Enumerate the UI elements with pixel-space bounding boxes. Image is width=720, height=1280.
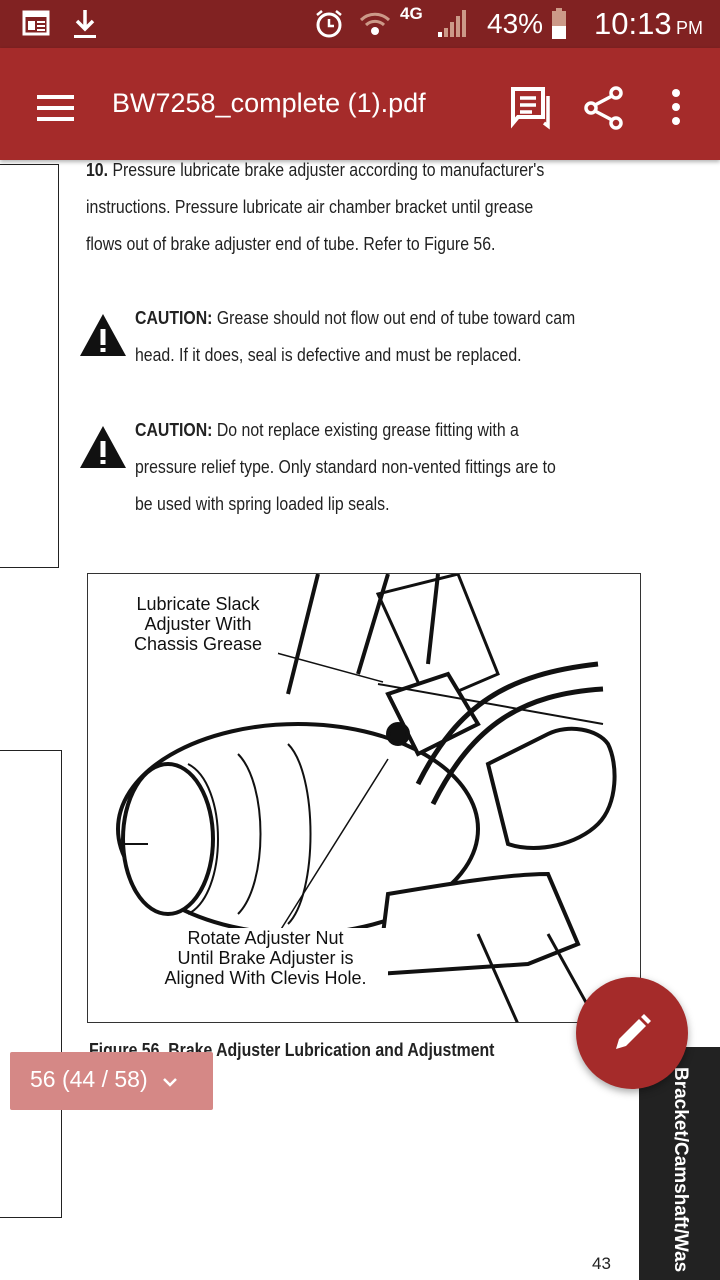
- page-border-left-lower: [0, 750, 62, 1218]
- text-line: Until Brake Adjuster is: [177, 948, 354, 968]
- page-selector-label: 56 (44 / 58): [30, 1066, 148, 1092]
- comments-icon[interactable]: [510, 86, 554, 130]
- text-line: Pressure lubricate brake adjuster accord…: [112, 160, 545, 180]
- warning-icon: [80, 426, 126, 468]
- document-title: BW7258_complete (1).pdf: [112, 88, 426, 118]
- edit-fab-button[interactable]: [576, 977, 688, 1089]
- menu-icon[interactable]: [36, 94, 76, 122]
- text-line: flows out of brake adjuster end of tube.…: [86, 234, 496, 254]
- download-icon: [74, 10, 96, 38]
- text-line: Rotate Adjuster Nut: [187, 928, 344, 948]
- caution-2: CAUTION: Do not replace existing grease …: [135, 412, 556, 523]
- step-number: 10.: [86, 160, 109, 180]
- text-line: Adjuster With: [144, 614, 252, 634]
- caution-label: CAUTION:: [135, 308, 213, 328]
- clock: 10:13: [594, 6, 672, 41]
- page-number: 43: [592, 1254, 611, 1273]
- share-icon[interactable]: [583, 86, 625, 130]
- figure-label-rotate: Rotate Adjuster Nut Until Brake Adjuster…: [143, 928, 388, 988]
- figure-56-illustration: Lubricate Slack Adjuster With Chassis Gr…: [87, 573, 641, 1023]
- text-line: Chassis Grease: [133, 634, 263, 654]
- text-line: Aligned With Clevis Hole.: [164, 968, 367, 988]
- text-line: Do not replace existing grease fitting w…: [216, 420, 519, 440]
- text-line: head. If it does, seal is defective and …: [135, 345, 522, 365]
- status-bar: 4G 43% 10:13 PM: [0, 0, 720, 48]
- text-line: Grease should not flow out end of tube t…: [216, 308, 576, 328]
- wifi-icon: [359, 12, 391, 35]
- clock-ampm: PM: [676, 18, 703, 38]
- page-border-left: [0, 164, 59, 568]
- text-line: Lubricate Slack: [136, 594, 260, 614]
- battery-percent: 43%: [487, 8, 544, 39]
- chevron-down-icon: [163, 1078, 177, 1087]
- more-options-icon[interactable]: [668, 88, 684, 128]
- signal-icon: [438, 10, 466, 37]
- figure-label-lubricate: Lubricate Slack Adjuster With Chassis Gr…: [118, 594, 278, 654]
- network-type: 4G: [400, 4, 423, 23]
- section-side-tab: Bracket/Camshaft/Was: [639, 1047, 720, 1280]
- step-10-text: 10. Pressure lubricate brake adjuster ac…: [86, 152, 544, 263]
- battery-icon: [552, 8, 566, 39]
- pdf-page: 10. Pressure lubricate brake adjuster ac…: [0, 160, 720, 1280]
- caution-label: CAUTION:: [135, 420, 213, 440]
- page-selector-button[interactable]: 56 (44 / 58): [10, 1052, 213, 1110]
- calendar-icon: [22, 10, 50, 36]
- text-line: pressure relief type. Only standard non-…: [135, 457, 556, 477]
- side-tab-label: Bracket/Camshaft/Was: [670, 1067, 691, 1273]
- caution-1: CAUTION: Grease should not flow out end …: [135, 300, 575, 374]
- text-line: be used with spring loaded lip seals.: [135, 494, 390, 514]
- warning-icon: [80, 314, 126, 356]
- alarm-icon: [316, 10, 342, 38]
- app-bar: BW7258_complete (1).pdf: [0, 48, 720, 160]
- text-line: instructions. Pressure lubricate air cha…: [86, 197, 534, 217]
- pencil-icon: [616, 1014, 651, 1049]
